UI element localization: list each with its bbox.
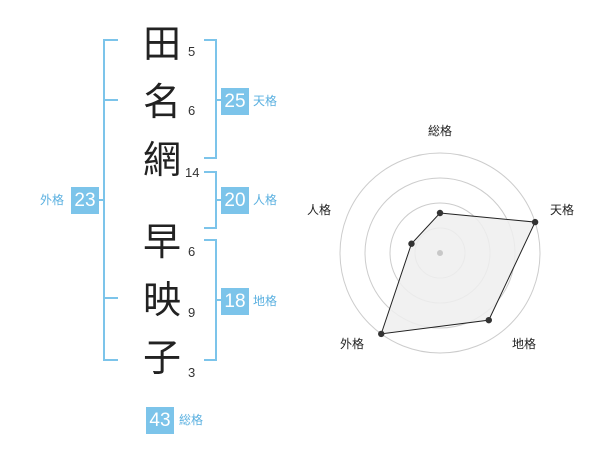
given-strokes-1: 6	[188, 244, 196, 259]
family-char-2: 名	[142, 80, 181, 124]
radar-center-dot	[437, 250, 443, 256]
family-char-1: 田	[142, 22, 181, 66]
given-strokes-2: 9	[188, 305, 196, 320]
family-strokes-3: 14	[185, 165, 200, 180]
radar-ring	[339, 152, 541, 354]
radar-label-jinkaku: 人格	[307, 203, 332, 217]
radar-point-4	[408, 240, 415, 247]
jinkaku-label: 人格	[253, 193, 278, 207]
given-char-2: 映	[142, 278, 181, 322]
radar-label-gaikaku: 外格	[340, 337, 365, 351]
radar-polygon	[380, 212, 536, 335]
family-strokes-1: 5	[188, 44, 196, 59]
jinkaku-badge: 20	[221, 187, 249, 214]
tenkaku-label: 天格	[253, 94, 278, 108]
radar-point-2	[485, 316, 492, 324]
radar-point-3	[378, 330, 385, 338]
family-char-3: 網	[142, 138, 181, 182]
radar-label-tenkaku: 天格	[550, 203, 575, 217]
given-char-3: 子	[142, 336, 181, 380]
chikaku-label: 地格	[253, 294, 278, 308]
family-strokes-2: 6	[188, 103, 196, 118]
soukaku-badge: 43	[146, 407, 174, 434]
gaikaku-badge: 23	[71, 187, 99, 214]
chikaku-badge: 18	[221, 288, 249, 315]
given-char-1: 早	[142, 220, 181, 264]
radar-label-chikaku: 地格	[512, 337, 537, 351]
tenkaku-badge: 25	[221, 88, 249, 115]
gaikaku-label: 外格	[40, 193, 65, 207]
radar-label-soukaku: 総格	[428, 124, 453, 138]
soukaku-label: 総格	[179, 413, 204, 427]
radar-point-1	[531, 218, 539, 226]
given-strokes-3: 3	[188, 365, 196, 380]
radar-point-0	[436, 209, 444, 217]
